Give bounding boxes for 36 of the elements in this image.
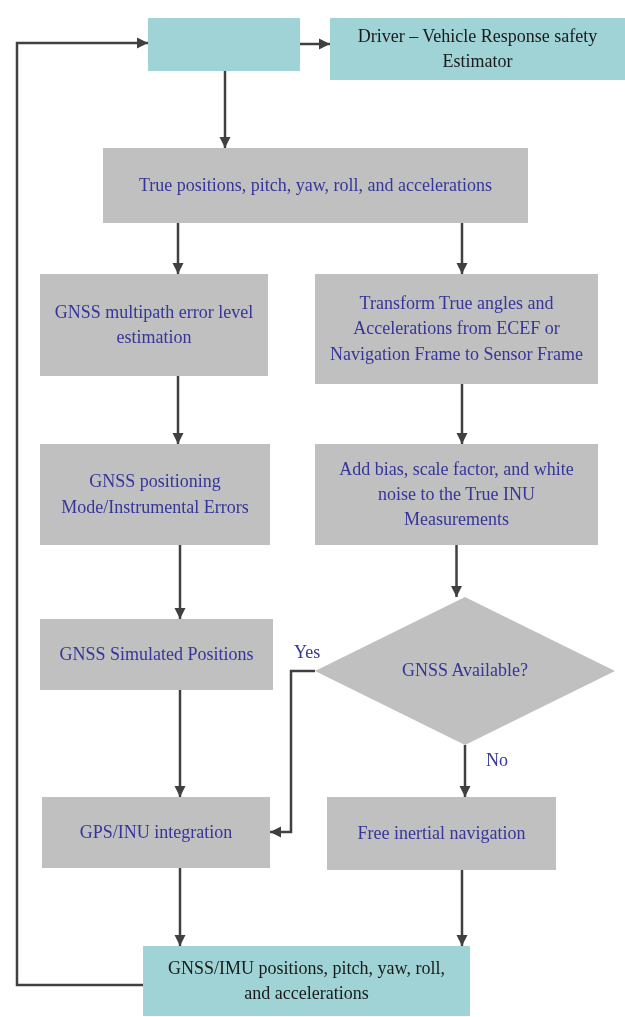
arrow — [456, 384, 468, 444]
process-box — [143, 946, 470, 1016]
arrow — [174, 545, 186, 619]
arrow — [174, 690, 186, 797]
arrow — [219, 71, 231, 148]
box-label: GNSS Simulated Positions — [59, 642, 254, 666]
process-box — [40, 274, 268, 376]
process-box — [330, 18, 625, 80]
box-label: GPS/INU integration — [79, 820, 233, 844]
arrow — [450, 545, 463, 597]
process-box — [315, 274, 598, 384]
process-box — [40, 444, 270, 545]
box-label: GNSS positioning Mode/Instrumental Errors — [60, 470, 250, 519]
arrow — [459, 745, 471, 797]
box-label: Transform True angles and Accelerations from ECEF or Navigation Frame to Sensor Frame — [329, 292, 584, 366]
arrow — [270, 669, 315, 838]
arrow — [174, 868, 186, 946]
process-box — [40, 619, 273, 690]
arrow — [456, 223, 468, 274]
arrow — [15, 37, 148, 987]
empty-box — [148, 18, 300, 71]
arrow — [172, 223, 184, 274]
arrow — [300, 38, 330, 50]
box-label: GNSS multipath error level estimation — [53, 300, 255, 349]
box-label: True positions, pitch, yaw, roll, and accelerations — [138, 173, 493, 197]
box-label: Add bias, scale factor, and white noise to the True INU Measurements — [338, 457, 575, 532]
process-box — [327, 797, 556, 870]
process-box — [103, 148, 528, 223]
arrow — [172, 376, 184, 444]
process-box — [315, 444, 598, 545]
process-box — [42, 797, 270, 868]
arrow — [456, 870, 468, 946]
box-label: GNSS Available? — [401, 659, 529, 683]
box-label: Free inertial navigation — [357, 821, 526, 845]
box-label: Driver – Vehicle Response safety Estimator — [356, 24, 599, 73]
box-label: GNSS/IMU positions, pitch, yaw, roll, and accelerations — [167, 956, 446, 1005]
